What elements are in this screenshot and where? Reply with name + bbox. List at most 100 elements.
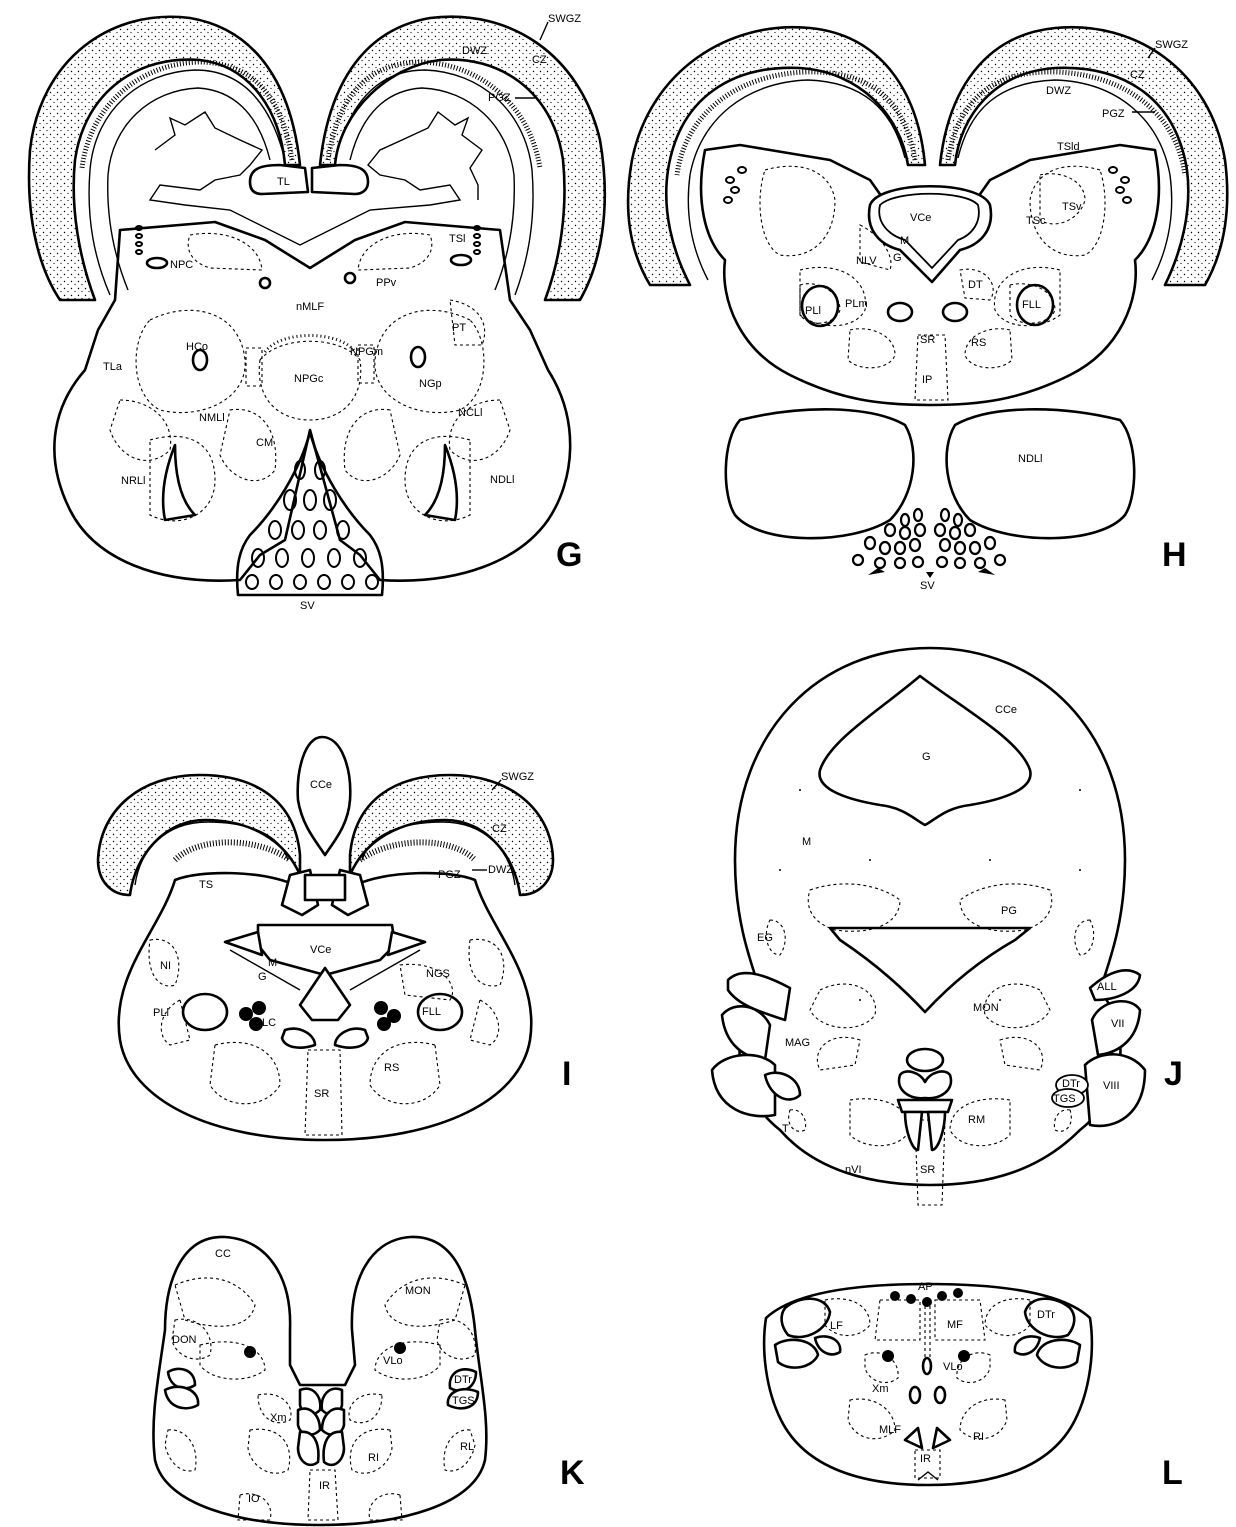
h-label-sv: SV (920, 580, 935, 592)
g-label-cz: CZ (532, 54, 547, 66)
l-label-xm: Xm (872, 1383, 889, 1395)
l-label-vlo: VLo (943, 1361, 963, 1373)
l-label-mlf: MLF (879, 1424, 901, 1436)
k-label-don: DON (172, 1334, 197, 1346)
h-label-tsld: TSld (1057, 141, 1080, 153)
j-label-cce: CCe (995, 704, 1017, 716)
h-label-nlv: NLV (856, 255, 877, 267)
g-label-dwz: DWZ (462, 45, 487, 57)
k-label-dtr: DTr (454, 1374, 472, 1386)
g-label-npc: NPC (170, 259, 193, 271)
h-label-cz: CZ (1130, 69, 1145, 81)
g-label-tsl: TSl (449, 233, 466, 245)
g-label-swgz: SWGZ (548, 13, 581, 25)
i-label-sr: SR (314, 1088, 329, 1100)
g-label-npgc: NPGc (294, 373, 324, 385)
g-label-tla: TLa (103, 361, 123, 373)
i-label-pll: PLl (153, 1007, 169, 1019)
i-label-cz: CZ (492, 823, 507, 835)
j-label-rm: RM (968, 1114, 985, 1126)
panel-letter-j: J (1164, 1055, 1183, 1093)
i-label-fll: FLL (422, 1006, 441, 1018)
j-label-dtr: DTr (1062, 1078, 1080, 1090)
k-label-ri: RI (368, 1452, 379, 1464)
panel-l: AP DTr LF MF VLo Xm MLF RI IR L (764, 1281, 1183, 1492)
h-label-fll: FLL (1022, 299, 1041, 311)
h-label-pll: PLl (805, 305, 821, 317)
g-label-nrll: NRLl (121, 475, 145, 487)
i-label-ts: TS (199, 879, 213, 891)
j-label-t: T (782, 1123, 789, 1135)
j-label-mag: MAG (785, 1037, 810, 1049)
j-label-tgs: TGS (1053, 1093, 1076, 1105)
k-label-xm: Xm (270, 1412, 287, 1424)
j-label-eg: EG (757, 932, 773, 944)
l-label-ir: IR (920, 1453, 931, 1465)
panel-letter-h: H (1162, 536, 1187, 574)
j-label-all: ALL (1097, 981, 1117, 993)
h-label-dt: DT (968, 279, 983, 291)
panel-g: SWGZ DWZ CZ PGZ TL TSl NPC PPv nMLF PT H… (29, 13, 605, 612)
i-label-vce: VCe (310, 944, 331, 956)
panel-i: CCe SWGZ CZ TS PGZ DWZ VCe NI M G NGS PL… (98, 737, 571, 1140)
i-label-ngs: NGS (426, 968, 450, 980)
k-label-rl: RL (460, 1441, 474, 1453)
k-label-vlo: VLo (383, 1355, 403, 1367)
panel-letter-l: L (1162, 1454, 1183, 1492)
l-label-lf: LF (830, 1320, 843, 1332)
j-label-viii: VIII (1103, 1080, 1120, 1092)
i-label-dwz: DWZ (488, 864, 513, 876)
j-label-g: G (922, 751, 931, 763)
g-label-hco: HCo (186, 341, 208, 353)
panel-letter-g: G (556, 536, 582, 574)
l-label-mf: MF (947, 1319, 963, 1331)
g-label-cm: CM (256, 437, 273, 449)
g-label-pt: PT (452, 322, 466, 334)
g-label-nmll: NMLl (199, 412, 225, 424)
g-label-ngp: NGp (419, 378, 442, 390)
k-label-io: IO (248, 1493, 260, 1505)
panel-letter-i: I (562, 1055, 571, 1093)
j-label-mon: MON (973, 1002, 999, 1014)
h-label-tsc: TSc (1026, 215, 1046, 227)
panel-j: CCe G M PG EG MON ALL MAG VII DTr VIII T… (712, 648, 1183, 1205)
i-label-rs: RS (384, 1062, 399, 1074)
h-label-dwz: DWZ (1046, 85, 1071, 97)
h-label-sr: SR (920, 334, 935, 346)
g-label-ncll: NCLl (458, 407, 482, 419)
g-label-ppv: PPv (376, 277, 397, 289)
i-label-g: G (258, 971, 267, 983)
h-label-ip: IP (922, 374, 932, 386)
h-label-tsv: TSv (1062, 201, 1082, 213)
k-label-tgs: TGS (452, 1395, 475, 1407)
i-label-swgz: SWGZ (501, 771, 534, 783)
l-label-ri: RI (973, 1431, 984, 1443)
panel-k: CC MON DON VLo DTr TGS Xm RI RL IO IR K (153, 1237, 585, 1525)
g-label-nmlf: nMLF (296, 301, 324, 313)
h-label-g: G (893, 252, 902, 264)
j-label-vii: VII (1111, 1018, 1124, 1030)
panel-h: SWGZ CZ DWZ PGZ TSld VCe TSc TSv M NLV G… (628, 27, 1227, 592)
h-label-vce: VCe (910, 212, 931, 224)
i-label-m: M (268, 957, 277, 969)
g-label-sv: SV (300, 600, 315, 612)
j-label-sr: SR (920, 1164, 935, 1176)
l-label-dtr: DTr (1037, 1309, 1055, 1321)
h-label-pgz: PGZ (1102, 108, 1125, 120)
g-label-pgz: PGZ (488, 92, 511, 104)
h-label-rs: RS (971, 337, 986, 349)
g-label-ndll: NDLl (490, 474, 514, 486)
j-label-m: M (802, 836, 811, 848)
k-label-cc: CC (215, 1248, 231, 1260)
h-label-swgz: SWGZ (1155, 39, 1188, 51)
g-label-tl: TL (277, 176, 290, 188)
panel-letter-k: K (560, 1454, 585, 1492)
i-label-lc: LC (262, 1017, 276, 1029)
j-label-nvi: nVI (845, 1164, 862, 1176)
h-label-ndll: NDLl (1018, 453, 1042, 465)
i-label-ni: NI (160, 960, 171, 972)
k-label-mon: MON (405, 1285, 431, 1297)
h-label-m: M (900, 235, 909, 247)
